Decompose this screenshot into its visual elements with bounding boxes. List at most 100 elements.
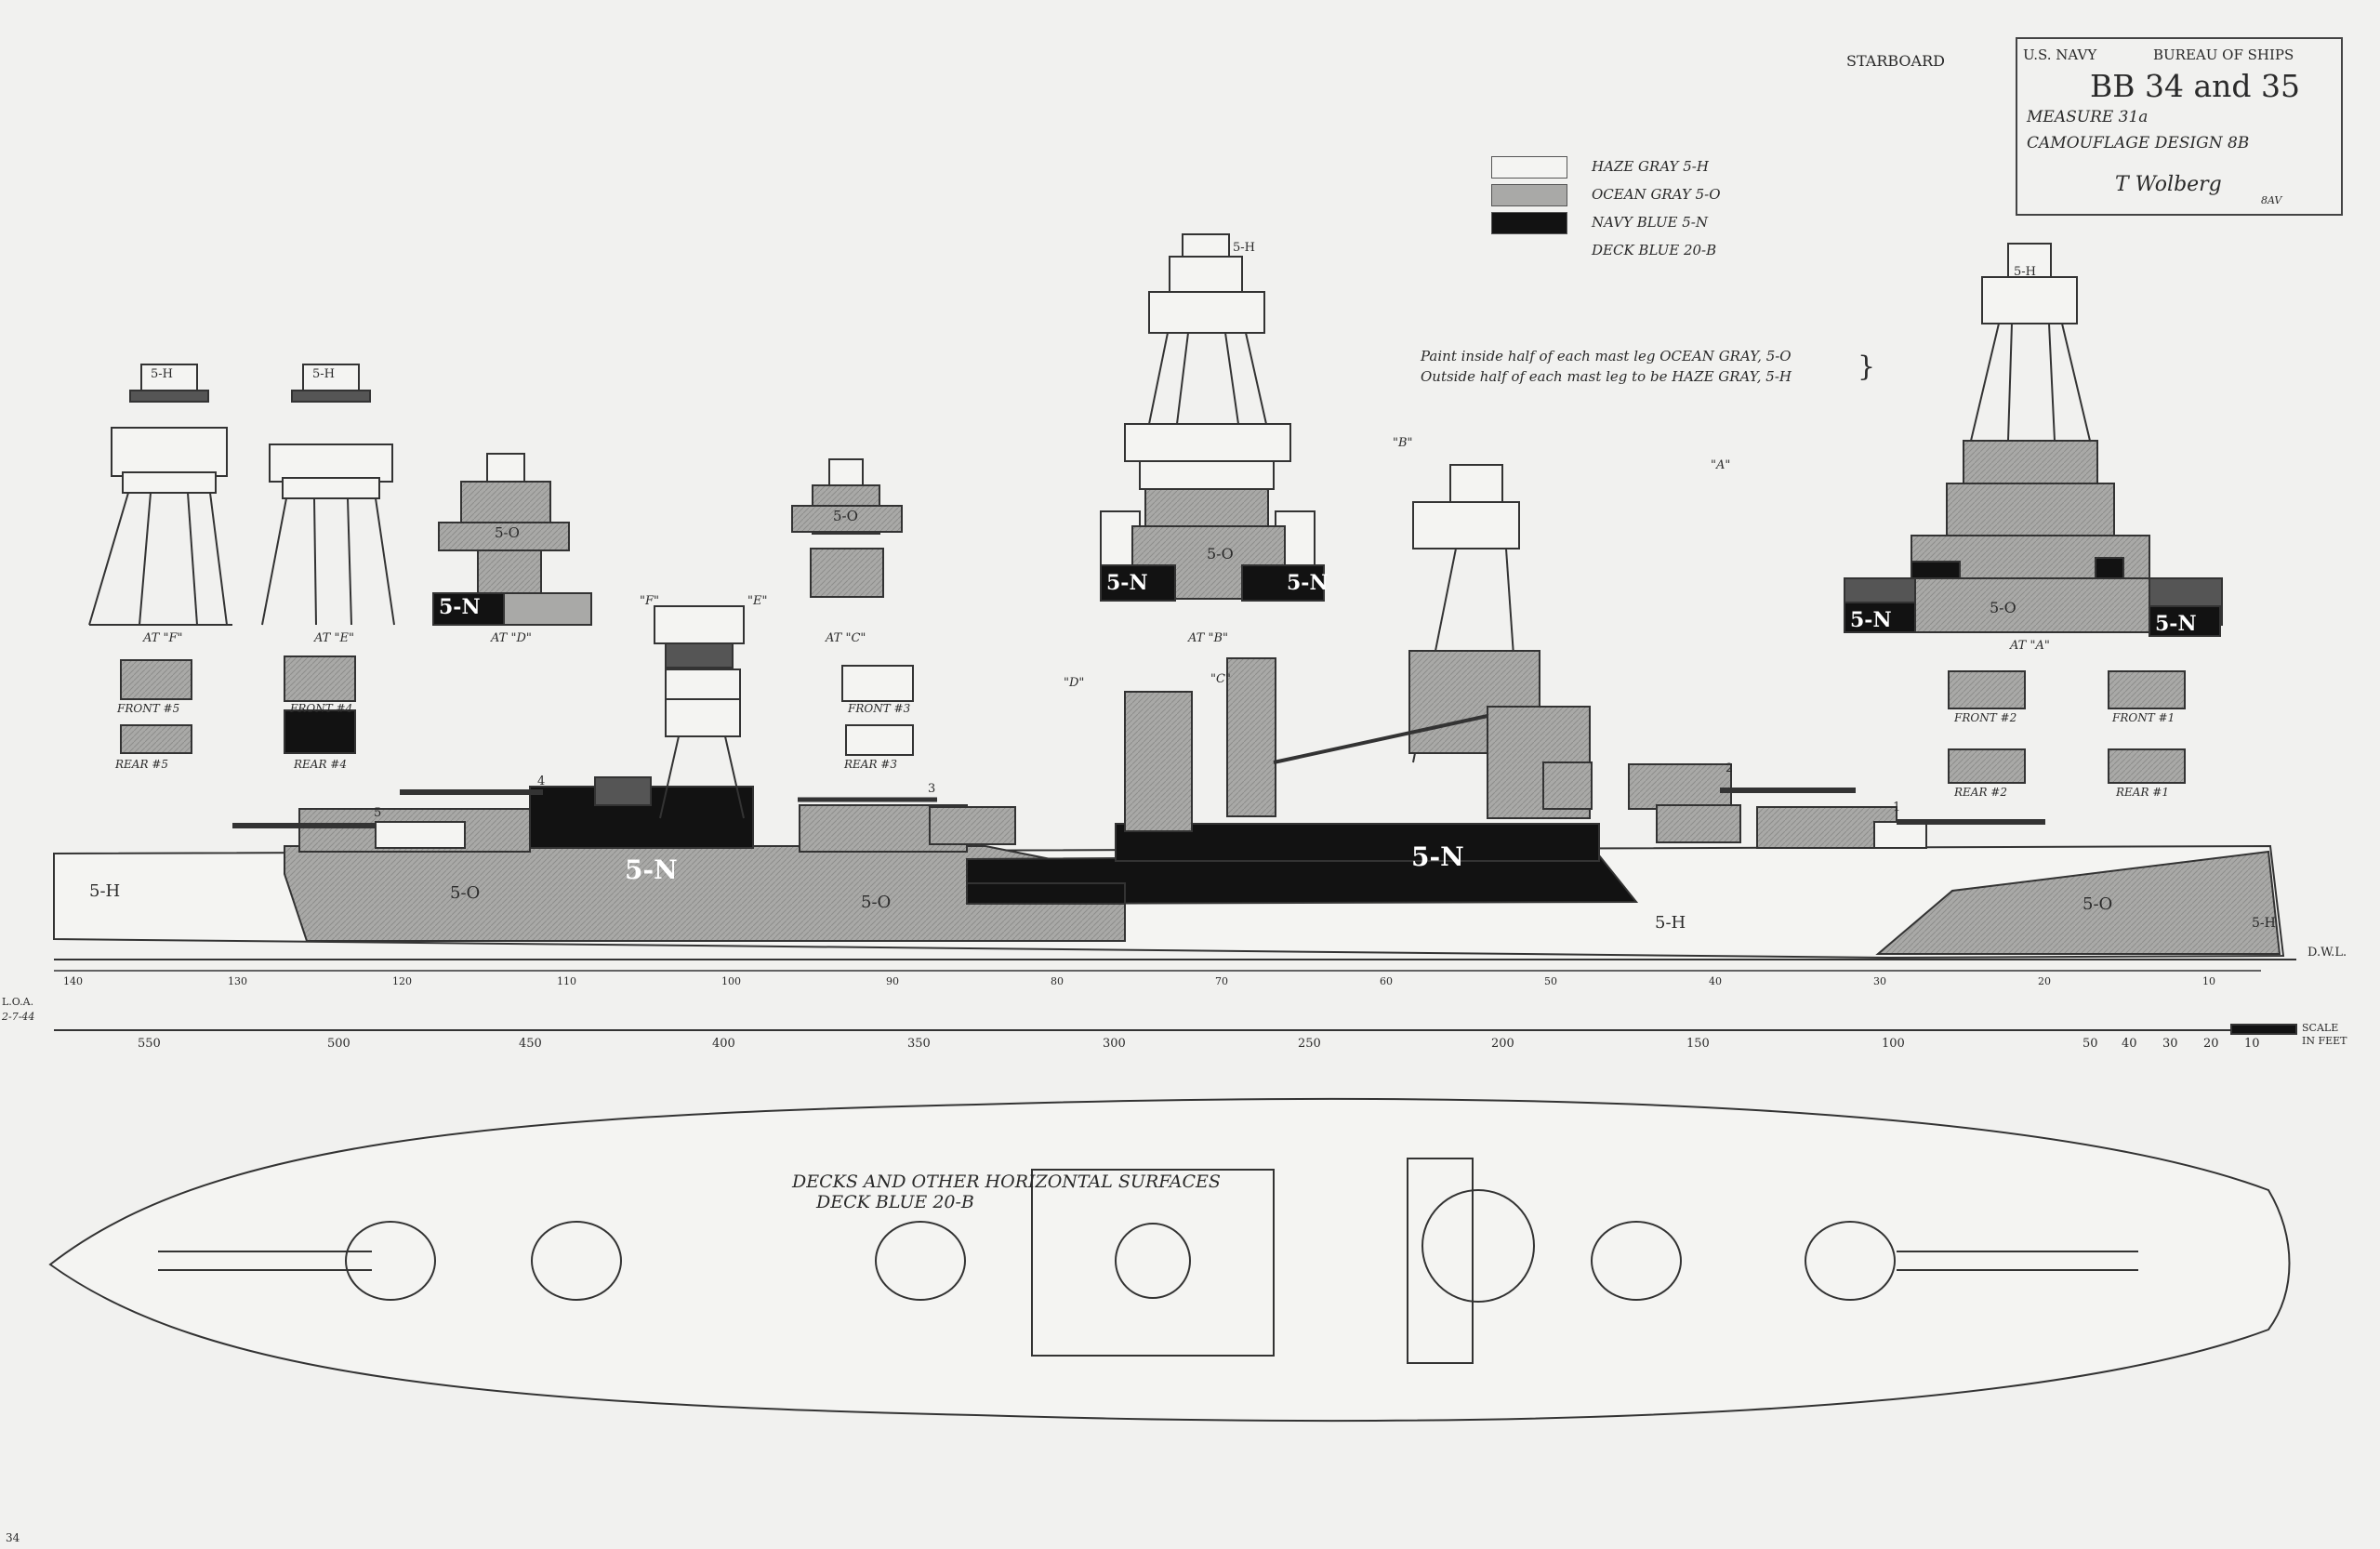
section-label-f: AT "F" (143, 631, 183, 645)
station-140: 140 (63, 975, 83, 987)
code-haze-a: 5-H (2014, 265, 2037, 279)
code-ocean-profile-mid: 5-O (861, 893, 892, 912)
turret-num-1: 1 (1893, 801, 1901, 814)
turret-front-4: FRONT #4 (290, 702, 353, 715)
code-haze-f: 5-H (151, 367, 174, 381)
turret-rear-4: REAR #4 (294, 758, 347, 771)
section-label-e: AT "E" (314, 631, 354, 645)
mast-note-line2: Outside half of each mast leg to be HAZE… (1421, 368, 1792, 385)
section-label-d: AT "D" (491, 631, 532, 645)
code-haze-profile-bow: 5-H (2252, 916, 2276, 931)
code-haze-e: 5-H (312, 367, 336, 381)
scale-10: 10 (2244, 1037, 2260, 1051)
scale-label: SCALE (2302, 1022, 2339, 1034)
station-30: 30 (1873, 975, 1886, 987)
ship-title: BB 34 and 35 (2090, 68, 2301, 104)
code-navy-d: 5-N (439, 595, 481, 619)
scale-unit: IN FEET (2302, 1035, 2347, 1047)
code-navy-a-right: 5-N (2155, 612, 2197, 636)
section-c (791, 458, 903, 598)
section-a (1844, 243, 2223, 637)
legend-label-deck: DECK BLUE 20-B (1592, 242, 1717, 258)
section-label-c: AT "C" (826, 631, 866, 645)
turret-rear-1: REAR #1 (2116, 786, 2169, 799)
ref-e: "E" (747, 594, 768, 608)
station-50: 50 (1544, 975, 1557, 987)
ref-c: "C" (1210, 672, 1231, 686)
section-b (1100, 233, 1325, 602)
ref-a: "A" (1711, 458, 1731, 472)
scale-bar (54, 1024, 2297, 1035)
legend-label-navy: NAVY BLUE 5-N (1592, 214, 1708, 231)
legend-swatch-navy (1491, 212, 1567, 234)
code-haze-profile-mid: 5-H (1655, 913, 1686, 933)
station-40: 40 (1709, 975, 1722, 987)
legend-label-ocean: OCEAN GRAY 5-O (1592, 186, 1721, 203)
turret-front-1: FRONT #1 (2112, 711, 2175, 724)
ref-f: "F" (640, 594, 659, 608)
station-20: 20 (2038, 975, 2051, 987)
scale-20: 20 (2203, 1037, 2219, 1051)
ref-d: "D" (1064, 676, 1085, 690)
turret-num-4: 4 (537, 774, 546, 788)
scale-150: 150 (1686, 1037, 1710, 1051)
scale-400: 400 (712, 1037, 735, 1051)
station-120: 120 (392, 975, 412, 987)
station-90: 90 (886, 975, 899, 987)
scale-250: 250 (1298, 1037, 1321, 1051)
measure-label: MEASURE 31a (2027, 108, 2149, 126)
note-brace: } (1858, 351, 1876, 383)
section-e (261, 364, 395, 626)
sheet-number: 34 (6, 1531, 20, 1544)
turret-front-5: FRONT #5 (117, 702, 180, 715)
code-navy-profile-mid: 5-N (1411, 841, 1464, 872)
signature: T Wolberg (2115, 173, 2222, 196)
code-navy-a-left: 5-N (1850, 608, 1892, 632)
plan-label-line1: DECKS AND OTHER HORIZONTAL SURFACES (792, 1172, 1221, 1192)
margin-date: 2-7-44 (2, 1011, 35, 1023)
scale-40: 40 (2122, 1037, 2137, 1051)
turret-num-2: 2 (1726, 761, 1734, 775)
code-ocean-a: 5-O (1990, 599, 2016, 616)
code-navy-profile-aft: 5-N (625, 854, 678, 885)
turret-rear-3: REAR #3 (844, 758, 897, 771)
station-10: 10 (2202, 975, 2215, 987)
legend-label-haze: HAZE GRAY 5-H (1592, 158, 1709, 175)
section-label-b: AT "B" (1188, 631, 1228, 645)
section-d (432, 453, 592, 626)
scale-550: 550 (138, 1037, 161, 1051)
code-ocean-d: 5-O (495, 524, 520, 541)
turret-num-3: 3 (928, 782, 936, 796)
ship-profile (53, 464, 2296, 972)
station-80: 80 (1051, 975, 1064, 987)
station-70: 70 (1215, 975, 1228, 987)
turret-front-3: FRONT #3 (848, 702, 911, 715)
ship-plan (48, 1097, 2291, 1423)
plan-label-line2: DECK BLUE 20-B (816, 1192, 974, 1212)
ref-b: "B" (1393, 436, 1413, 450)
margin-loa: L.O.A. (2, 996, 34, 1008)
code-ocean-profile-aft: 5-O (450, 883, 481, 903)
scale-100: 100 (1882, 1037, 1905, 1051)
scale-200: 200 (1491, 1037, 1514, 1051)
turret-num-5: 5 (374, 806, 382, 820)
station-100: 100 (721, 975, 741, 987)
legend-swatch-haze (1491, 156, 1567, 179)
turret-rear-5: REAR #5 (115, 758, 168, 771)
code-ocean-profile-bow: 5-O (2082, 894, 2113, 914)
turret-faces (120, 655, 2186, 784)
starboard-label: STARBOARD (1846, 52, 1945, 70)
scale-500: 500 (327, 1037, 350, 1051)
org-left: U.S. NAVY (2023, 46, 2097, 63)
station-60: 60 (1380, 975, 1393, 987)
design-label: CAMOUFLAGE DESIGN 8B (2027, 134, 2250, 152)
legend-swatch-ocean (1491, 184, 1567, 206)
approval-stamp: 8AV (2261, 194, 2282, 206)
scale-450: 450 (519, 1037, 542, 1051)
code-ocean-b: 5-O (1207, 545, 1234, 563)
code-navy-b-right: 5-N (1287, 571, 1329, 595)
scale-300: 300 (1103, 1037, 1126, 1051)
code-navy-b-left: 5-N (1106, 571, 1148, 595)
